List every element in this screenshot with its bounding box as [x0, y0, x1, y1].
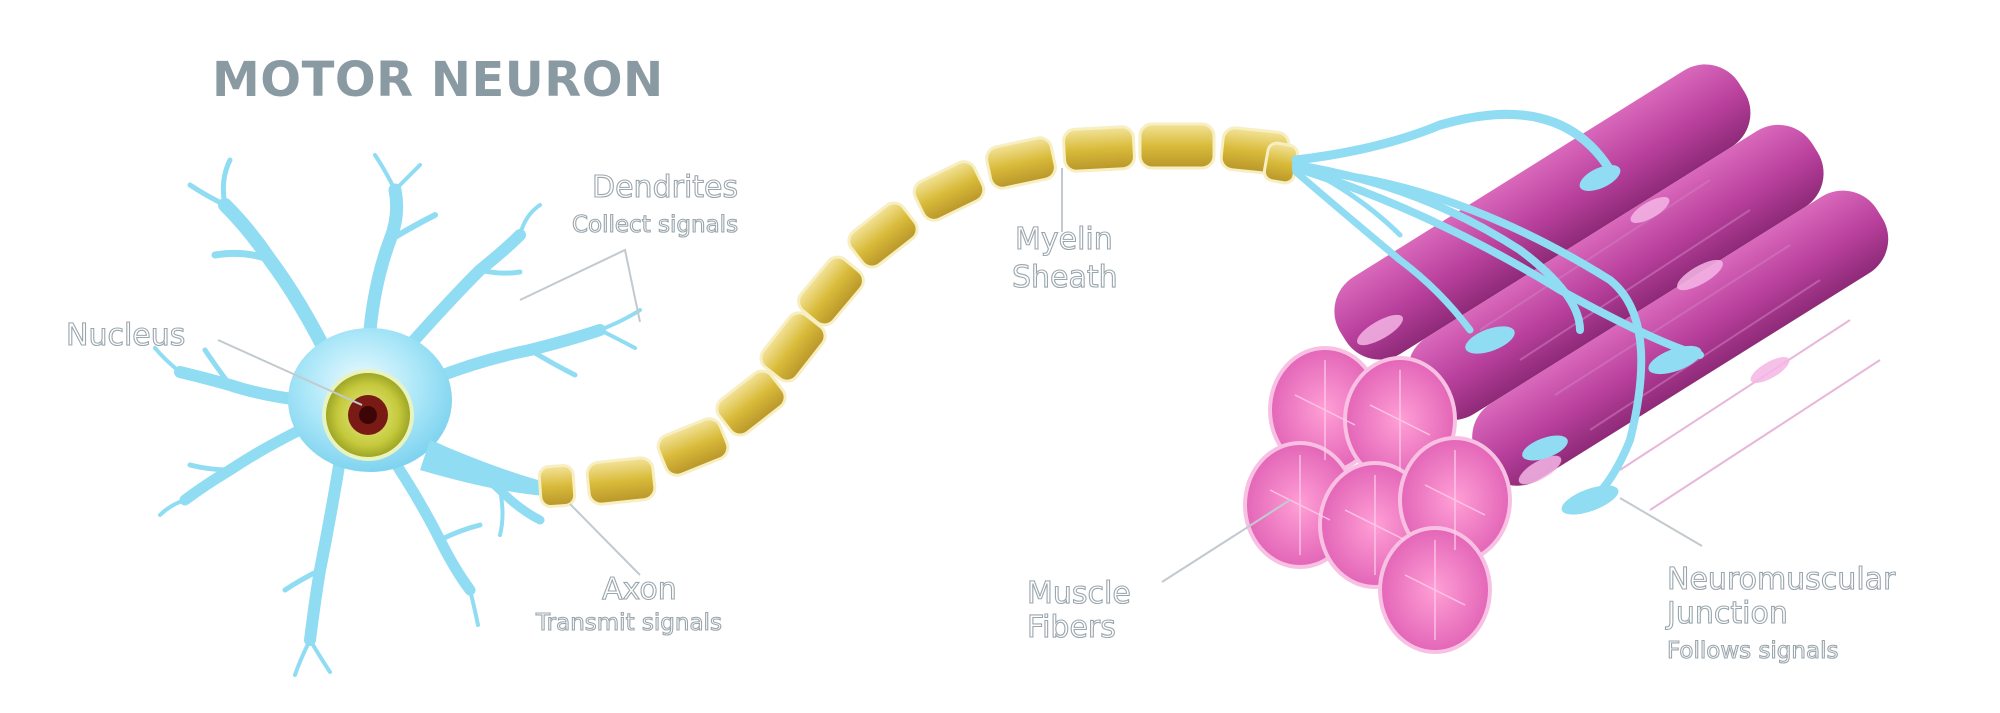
- label-nmj-desc: Follows signals: [1666, 637, 1839, 664]
- label-myelin-line1: Myelin: [1014, 221, 1113, 257]
- label-axon: Axon: [601, 571, 677, 607]
- axon-terminals: [1291, 109, 1704, 514]
- label-myelin-line2: Sheath: [1011, 259, 1118, 295]
- label-muscle-line1: Muscle: [1026, 575, 1131, 611]
- axon-hillock: [420, 440, 545, 496]
- synaptic-terminals: [1465, 165, 1702, 515]
- leader-lines: [217, 168, 1703, 583]
- page-title: MOTOR NEURON: [212, 52, 664, 108]
- nucleus: [322, 369, 414, 461]
- label-dendrites-desc: Collect signals: [571, 211, 739, 238]
- muscle-fibers: [1243, 64, 1889, 654]
- label-nucleus: Nucleus: [65, 317, 186, 353]
- label-dendrites: Dendrites: [591, 169, 739, 205]
- label-muscle-line2: Fibers: [1026, 609, 1116, 645]
- label-nmj-line1: Neuromuscular: [1666, 561, 1896, 597]
- label-axon-desc: Transmit signals: [535, 609, 722, 636]
- label-nmj-line2: Junction: [1666, 595, 1788, 631]
- dendrites: [153, 153, 642, 677]
